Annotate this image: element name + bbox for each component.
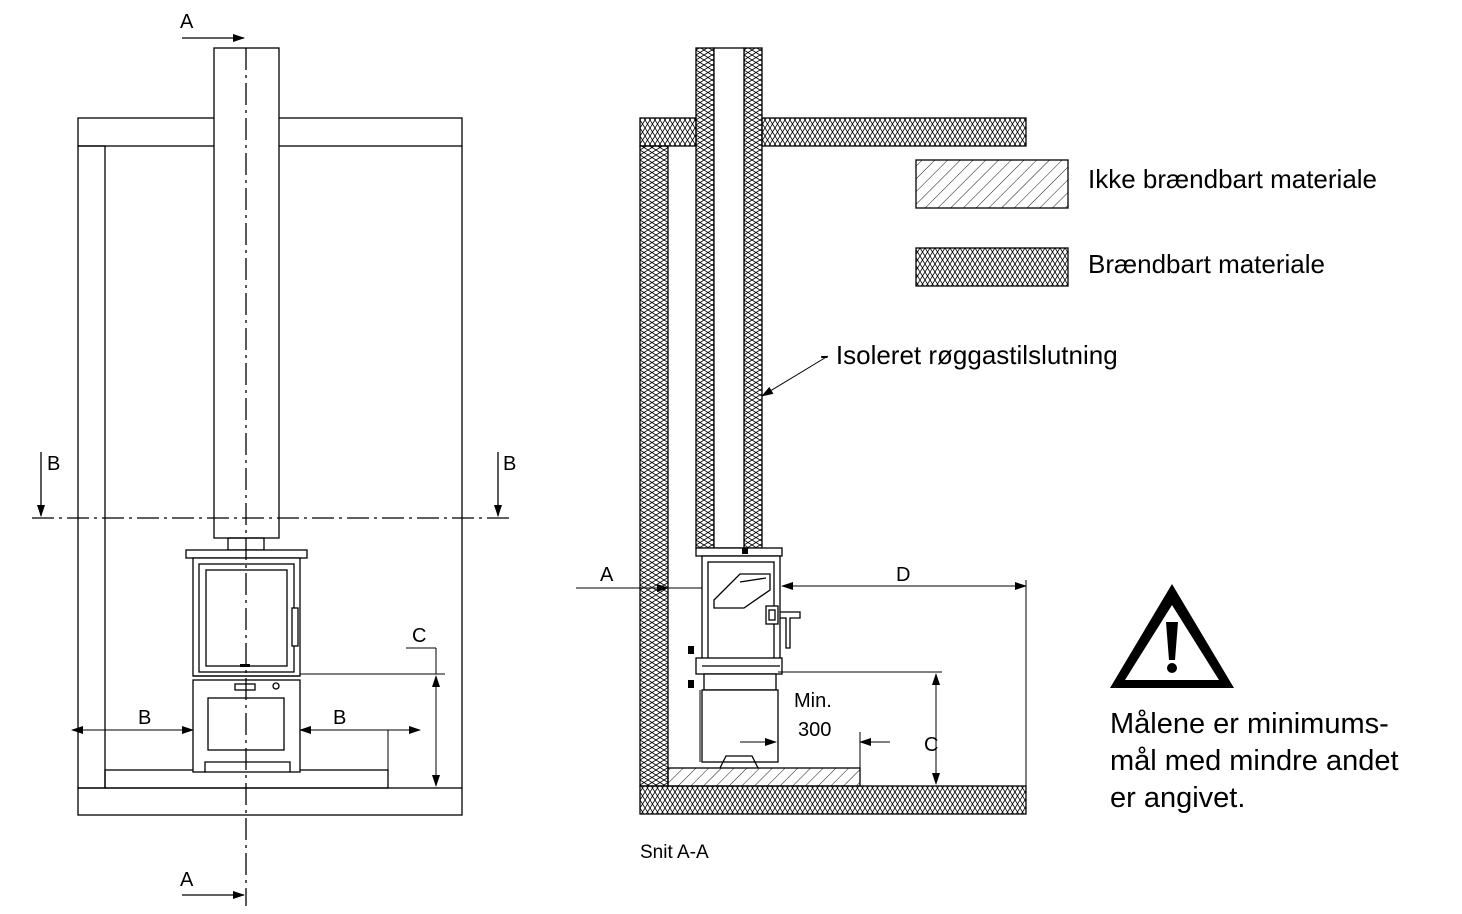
legend: Ikke brændbart materiale Brændbart mater… bbox=[915, 159, 1377, 287]
section-b-right-label: B bbox=[503, 453, 516, 475]
dim-b-left-label: B bbox=[138, 707, 151, 729]
legend-swatch-combustible bbox=[915, 247, 1069, 287]
section-dim-d-label: D bbox=[896, 564, 910, 586]
wall-combustible bbox=[639, 145, 669, 787]
flue-insulation-left bbox=[695, 47, 715, 549]
legend-noncombustible-label: Ikke brændbart materiale bbox=[1088, 164, 1377, 194]
section-caption: Snit A-A bbox=[640, 842, 709, 863]
section-view: A D C Min. 300 - Isoleret røggastilslutn… bbox=[576, 47, 1118, 863]
min-label-line1: Min. bbox=[794, 690, 832, 712]
section-a-top-label: A bbox=[180, 11, 194, 33]
warning-block: Målene er minimums- mål med mindre andet… bbox=[1110, 584, 1399, 814]
section-a-bottom-label: A bbox=[180, 869, 194, 891]
floor-plate-noncombustible bbox=[667, 767, 861, 787]
warning-triangle-icon bbox=[1110, 584, 1234, 688]
floor-combustible bbox=[639, 785, 1027, 815]
ceiling-combustible-right bbox=[761, 117, 1027, 147]
flue-callout-label: - Isoleret røggastilslutning bbox=[820, 340, 1118, 370]
warning-line1: Målene er minimums- bbox=[1110, 708, 1389, 740]
front-view: A A B B B B C bbox=[32, 11, 516, 906]
ceiling-combustible-left bbox=[639, 117, 697, 147]
dim-b-right-label: B bbox=[333, 707, 346, 729]
min-label-line2: 300 bbox=[798, 719, 831, 741]
warning-line2: mål med mindre andet bbox=[1110, 745, 1399, 777]
stove-section bbox=[688, 547, 801, 769]
flue-insulation-right bbox=[743, 47, 763, 549]
dim-c-label: C bbox=[412, 625, 426, 647]
floor-slab bbox=[77, 787, 463, 816]
section-dim-a-label: A bbox=[600, 564, 614, 586]
section-dim-c-label: C bbox=[924, 734, 938, 756]
warning-line3: er angivet. bbox=[1110, 782, 1245, 814]
left-wall bbox=[77, 145, 106, 789]
section-b-left-label: B bbox=[47, 453, 60, 475]
legend-combustible-label: Brændbart materiale bbox=[1088, 249, 1325, 279]
flue-inner bbox=[713, 47, 745, 549]
legend-swatch-noncombustible bbox=[915, 159, 1069, 209]
